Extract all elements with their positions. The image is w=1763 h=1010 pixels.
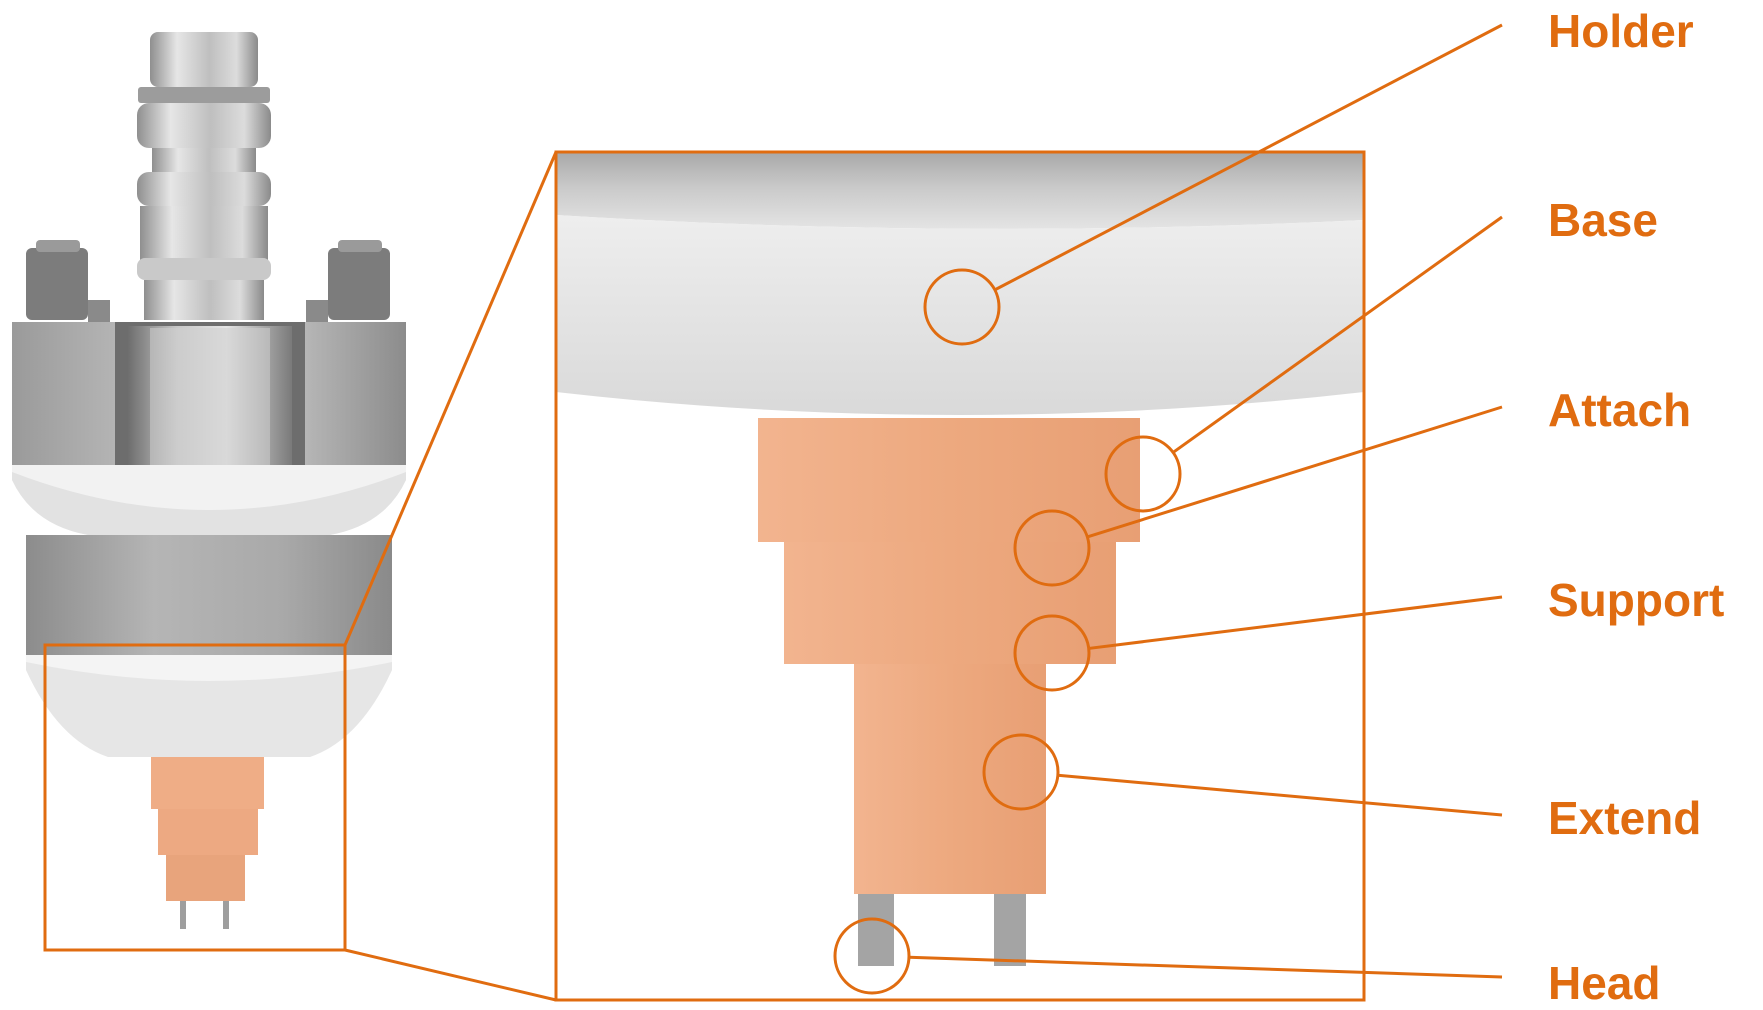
zoom-region-box	[43, 643, 347, 952]
leader-line-support	[1088, 595, 1503, 650]
callout-label-extend: Extend	[1548, 792, 1702, 844]
callout-label-base: Base	[1548, 194, 1658, 246]
callout-marker-holder	[923, 268, 1001, 346]
callout-marker-extend	[982, 733, 1060, 811]
main-body	[12, 322, 406, 757]
component-overview	[12, 32, 406, 929]
callout-marker-support	[1013, 614, 1091, 692]
callout-marker-head	[833, 917, 911, 995]
copper-tip-small	[151, 757, 264, 929]
zoom-connector-bottom	[344, 948, 557, 1002]
clamp-screws	[26, 240, 390, 322]
leader-line-attach	[1086, 405, 1503, 539]
zoom-detail-view	[556, 152, 1364, 1000]
zoom-connector-top	[343, 151, 558, 646]
callout-marker-attach	[1013, 509, 1091, 587]
leader-line-head	[908, 955, 1503, 979]
leader-line-base	[1172, 215, 1503, 454]
threaded-stem	[137, 32, 271, 320]
leader-line-extend	[1057, 773, 1503, 817]
callout-label-head: Head	[1548, 957, 1661, 1009]
callout-graphics	[833, 23, 1503, 995]
callout-marker-base	[1104, 435, 1182, 513]
leader-line-holder	[994, 23, 1503, 292]
zoom-detail-frame	[554, 150, 1366, 1002]
callout-label-attach: Attach	[1548, 384, 1692, 436]
callout-label-support: Support	[1548, 574, 1725, 626]
callout-label-holder: Holder	[1548, 5, 1694, 57]
